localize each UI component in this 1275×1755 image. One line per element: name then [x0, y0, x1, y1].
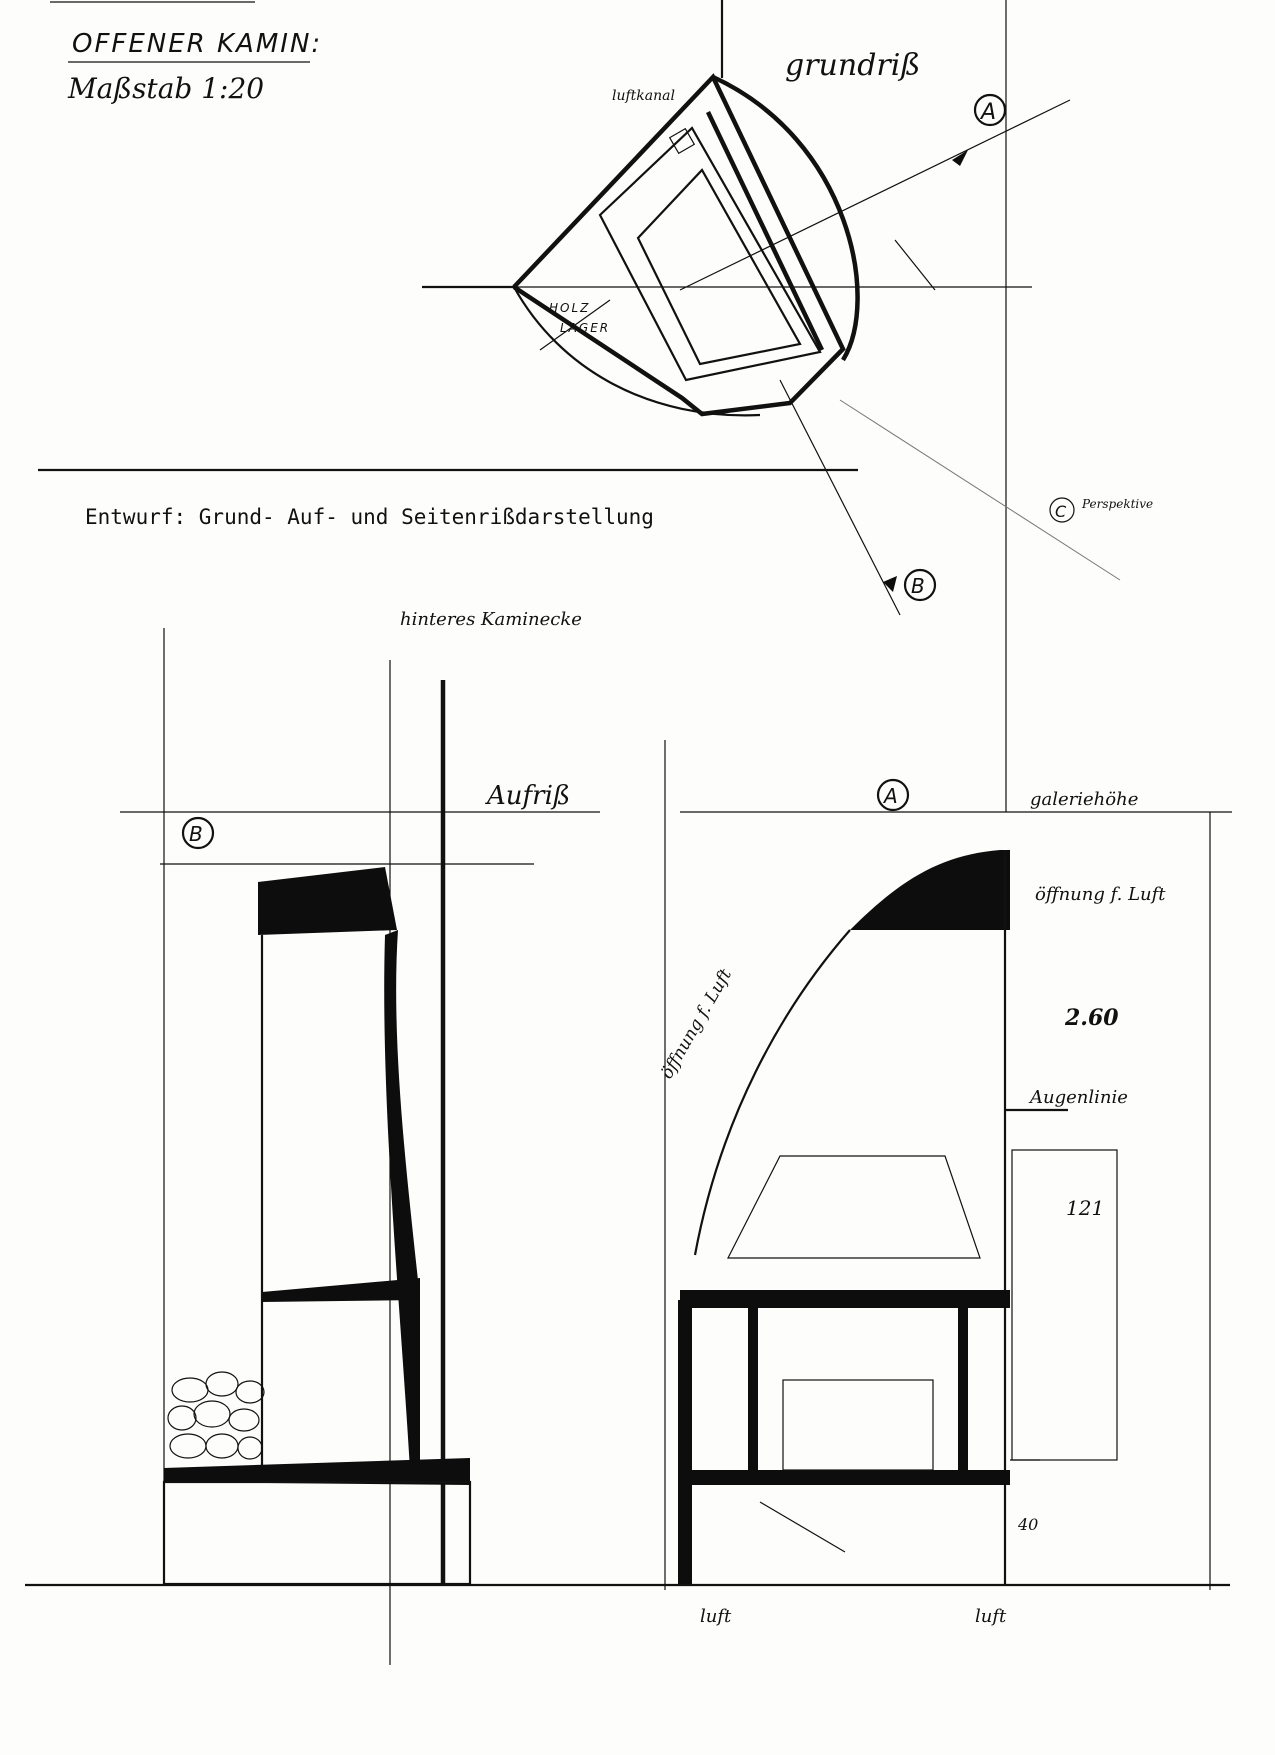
- plan-firebox: [636, 168, 802, 366]
- elev-a-base-slab: [680, 1470, 1010, 1485]
- elev-b-side-shadow: [384, 930, 420, 1470]
- elev-a-dim-40: 40: [1017, 1515, 1038, 1534]
- elev-a-inner-post-left: [748, 1308, 758, 1470]
- plan-back-wall: [705, 111, 825, 351]
- plan-inner-body: [598, 126, 822, 382]
- plan-marker-b: B: [911, 574, 927, 598]
- elev-b-woodpile: [167, 1371, 265, 1460]
- title-line-2: Maßstab 1:20: [67, 72, 264, 105]
- elev-a-marker-circle: [876, 778, 910, 812]
- floor-plan: [422, 0, 1121, 812]
- elev-b-kaminecke-label: hinteres Kaminecke: [400, 609, 582, 630]
- elev-a-diagonal: [759, 1501, 846, 1553]
- plan-air-duct: [668, 127, 696, 155]
- plan-marker-c-circle: [1049, 497, 1075, 523]
- elev-a-hood: [850, 850, 1010, 930]
- plan-hearth-curve: [513, 286, 761, 417]
- plan-curved-front: [712, 74, 860, 362]
- elev-a-oeffnung-top: öffnung f. Luft: [1035, 884, 1166, 905]
- elev-b-mid-shelf: [262, 1278, 420, 1302]
- elev-a-firebox: [727, 1155, 981, 1259]
- plan-axis-b: [779, 379, 901, 616]
- elev-a-side-panel: [1011, 1149, 1118, 1461]
- elev-a-luft-right: luft: [975, 1606, 1007, 1627]
- elev-a-curved-flue: [693, 929, 851, 1256]
- elev-a-inner-post-right: [958, 1308, 968, 1470]
- elev-a-left-post: [678, 1300, 692, 1585]
- elev-a-galerie-label: galeriehöhe: [1030, 789, 1138, 810]
- plan-marker-a-circle: [973, 93, 1007, 127]
- plan-arrow-a: [952, 150, 968, 166]
- plan-marker-a: A: [979, 100, 998, 125]
- drawing-caption: Entwurf: Grund- Auf- und Seitenrißdarste…: [85, 505, 654, 529]
- elev-b-marker: B: [189, 822, 205, 846]
- plan-axis-tick: [894, 239, 936, 291]
- elev-b-base-slab: [164, 1458, 470, 1485]
- plan-marker-c: C: [1055, 502, 1068, 521]
- elev-a-marker: A: [882, 784, 900, 808]
- plan-label: grundriß: [785, 48, 920, 83]
- elev-a-luft-left: luft: [700, 1606, 732, 1627]
- plan-note-c: Perspektive: [1081, 497, 1153, 511]
- elev-a-oeffnung-side: öffnung f. Luft: [657, 966, 736, 1083]
- plan-luftkanal-label: luftkanal: [612, 88, 675, 104]
- plan-marker-b-circle: [903, 568, 937, 602]
- plan-arrow-b: [883, 576, 897, 592]
- plan-axis-c: [839, 399, 1121, 581]
- elevation-a: [664, 740, 1232, 1590]
- elev-b-aufriss-label: Aufriß: [485, 781, 570, 811]
- plan-axis-a: [679, 99, 1071, 291]
- elev-b-plinth: [162, 1480, 472, 1586]
- plan-lager-label: LAGER: [560, 321, 610, 335]
- plan-holz-leader: [539, 299, 611, 351]
- elev-a-hearth-slab: [680, 1290, 1010, 1308]
- elev-a-dim-height: 2.60: [1064, 1005, 1119, 1031]
- elev-b-hood: [258, 867, 397, 935]
- elev-b-marker-circle: [181, 816, 215, 850]
- elev-a-augenlinie: Augenlinie: [1028, 1087, 1128, 1108]
- elev-a-woodbox: [782, 1379, 934, 1471]
- title-line-1: OFFENER KAMIN:: [72, 29, 322, 59]
- plan-holz-label: HOLZ: [549, 301, 590, 315]
- elev-a-dim-121: 121: [1066, 1196, 1104, 1220]
